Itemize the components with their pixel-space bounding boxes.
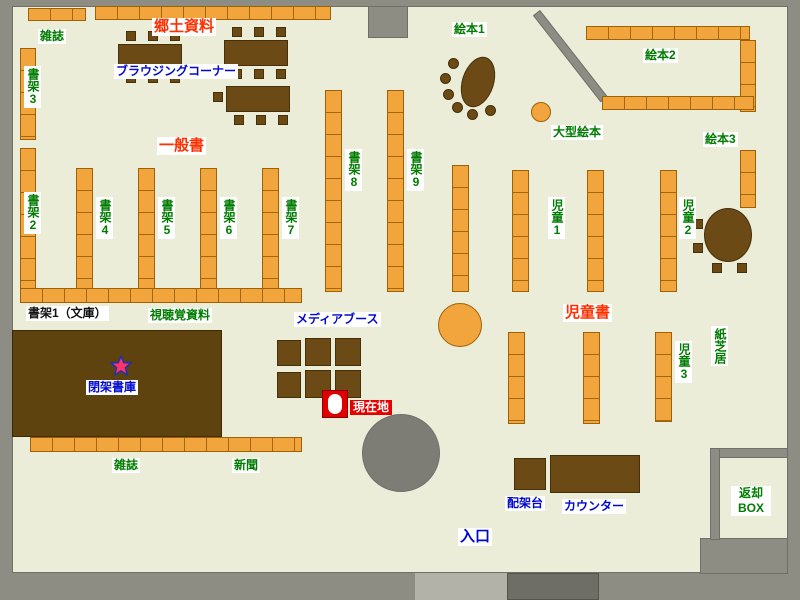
bookshelf-children-lower1	[508, 332, 525, 424]
bookshelf-picture-books2-top	[586, 26, 750, 40]
label-children-1: 児童1	[548, 197, 565, 239]
label-sorting-table: 配架台	[505, 496, 546, 511]
chair	[232, 27, 242, 37]
media-booth-seat	[305, 338, 331, 366]
media-booth-seat	[305, 370, 331, 398]
return-box-alcove-top-wall	[710, 448, 788, 458]
bookshelf-shelf7	[262, 168, 279, 292]
bookshelf-magazines-newspapers	[30, 437, 302, 452]
bookshelf-shelf9	[387, 90, 404, 292]
stool	[467, 109, 478, 120]
bookshelf-shelf8	[325, 90, 342, 292]
return-box-alcove-left-wall	[710, 448, 720, 540]
chair	[256, 115, 266, 125]
bookshelf-children1	[512, 170, 529, 292]
label-shelf-8: 書架8	[345, 149, 362, 191]
label-shelf-9: 書架9	[407, 149, 424, 191]
bookshelf-children3	[655, 332, 672, 422]
label-counter: カウンター	[562, 499, 627, 514]
chair	[126, 31, 136, 41]
entrance-opening	[415, 573, 507, 600]
chair	[254, 69, 264, 79]
round-pillar	[362, 414, 440, 492]
label-browsing-corner: ブラウジングコーナー	[114, 64, 239, 79]
bookshelf-shelf6	[200, 168, 217, 292]
chair	[712, 263, 722, 273]
pillar-top	[368, 6, 408, 38]
label-current-location: 現在地	[350, 400, 393, 415]
stool	[443, 89, 454, 100]
label-local-materials: 郷土資料	[152, 18, 217, 36]
label-picture-books-2: 絵本2	[643, 48, 678, 63]
media-booth-seat	[335, 338, 361, 366]
chair	[276, 27, 286, 37]
chair	[213, 92, 223, 102]
bookshelf-children2	[660, 170, 677, 292]
bookshelf-magazines-top	[28, 8, 86, 21]
children-oval-table	[704, 208, 752, 262]
bookshelf-picture-books2-right	[740, 40, 756, 112]
current-location-booth	[322, 390, 348, 418]
label-children-3: 児童3	[675, 341, 692, 383]
bookshelf-shelf1-av	[20, 288, 302, 303]
stool	[452, 102, 463, 113]
outside-block	[507, 573, 599, 600]
bookshelf-center-column	[452, 165, 469, 292]
round-display-table	[438, 303, 482, 347]
media-booth-seat	[277, 340, 301, 366]
chair	[278, 115, 288, 125]
label-shelf-3: 書架3	[24, 66, 41, 108]
label-picture-books-3: 絵本3	[703, 132, 738, 147]
chair	[693, 243, 703, 253]
bookshelf-children-lower2	[583, 332, 600, 424]
label-return-box: 返却BOX	[731, 486, 771, 516]
label-large-picture-books: 大型絵本	[551, 125, 604, 140]
bookshelf-children-mid	[587, 170, 604, 292]
bookshelf-picture-books3	[740, 150, 756, 208]
stool	[440, 73, 451, 84]
bookshelf-shelf5	[138, 168, 155, 292]
label-children-2: 児童2	[679, 197, 696, 239]
label-shelf-5: 書架5	[158, 197, 175, 239]
label-audio-visual: 視聴覚資料	[148, 308, 213, 323]
label-closed-stacks: 閉架書庫	[86, 380, 139, 395]
label-picture-books-1: 絵本1	[452, 22, 487, 37]
label-general-books: 一般書	[157, 137, 207, 155]
label-childrens-books: 児童書	[563, 304, 613, 322]
sorting-table	[514, 458, 546, 490]
chair	[737, 263, 747, 273]
label-entrance: 入口	[458, 528, 493, 546]
label-kamishibai: 紙芝居	[711, 326, 728, 366]
corner-wall-bottom-right	[700, 538, 788, 574]
label-shelf-4: 書架4	[96, 197, 113, 239]
counter-desk	[550, 455, 640, 493]
chair	[254, 27, 264, 37]
label-shelf-2: 書架2	[24, 192, 41, 234]
stool	[485, 105, 496, 116]
chair	[234, 115, 244, 125]
bookshelf-picture-books2-lower	[602, 96, 754, 110]
stool	[448, 58, 459, 69]
label-newspapers: 新聞	[232, 458, 261, 473]
label-magazines-bottom: 雑誌	[112, 458, 141, 473]
browsing-table-2	[224, 40, 288, 66]
label-shelf-7: 書架7	[282, 197, 299, 239]
large-picture-books-display	[531, 102, 551, 122]
label-media-booth: メディアブース	[294, 312, 381, 327]
bookshelf-shelf4	[76, 168, 93, 292]
media-booth-seat	[277, 372, 301, 398]
label-magazines-top: 雑誌	[38, 29, 67, 44]
star-icon	[108, 353, 134, 382]
label-shelf-1-bunko: 書架1（文庫）	[26, 306, 109, 321]
label-shelf-6: 書架6	[220, 197, 237, 239]
browsing-table-3	[226, 86, 290, 112]
chair	[276, 69, 286, 79]
